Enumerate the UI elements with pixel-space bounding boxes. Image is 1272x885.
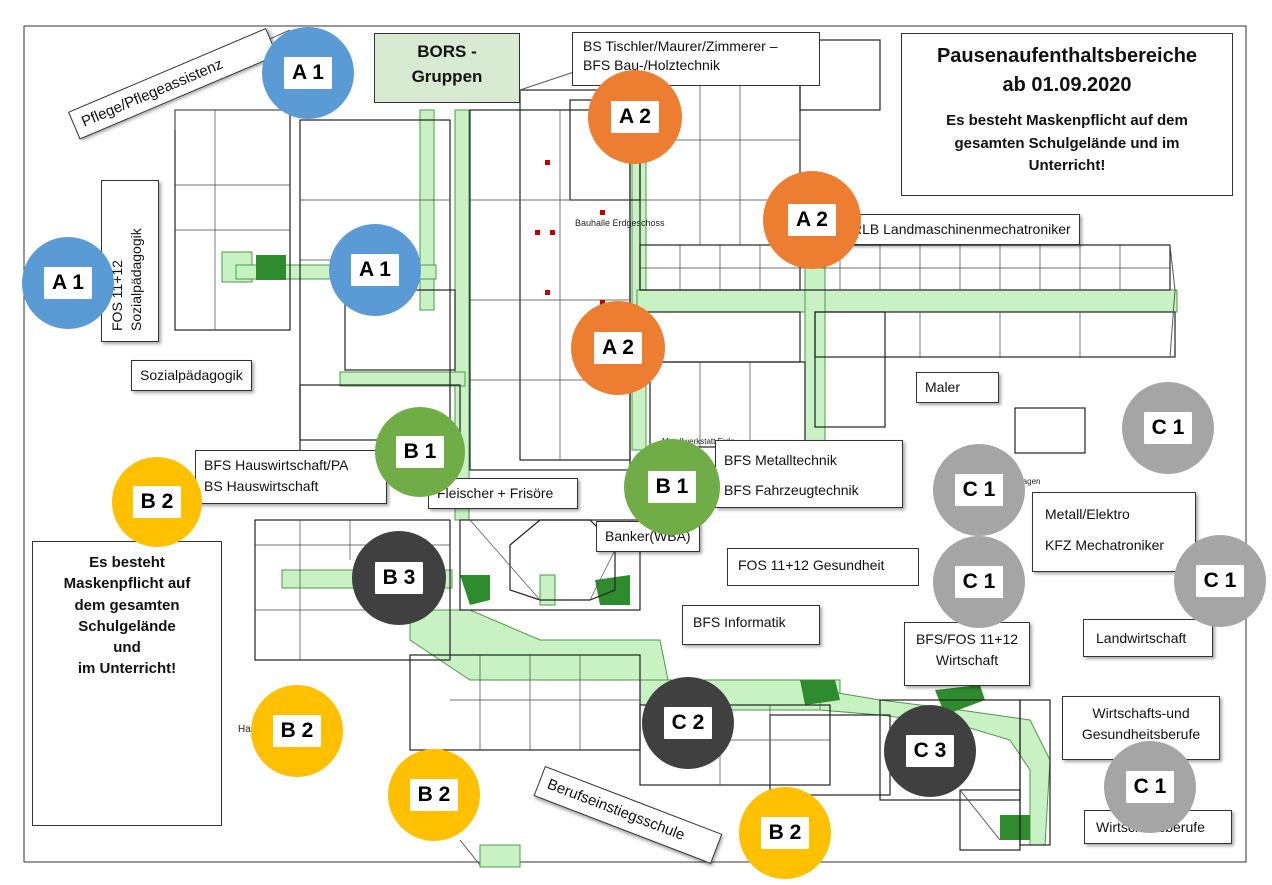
label-metall: BFS Metalltechnik BFS Fahrzeugtechnik <box>715 440 903 508</box>
zone-badge-c1: C 1 <box>1122 382 1214 474</box>
bors-box: BORS - Gruppen <box>374 33 520 103</box>
plan-label-garagen: ragen <box>1020 477 1040 486</box>
zone-badge-c2: C 2 <box>642 677 734 769</box>
zone-badge-b2: B 2 <box>112 457 202 547</box>
label-fos-sozial-line-2: Sozialpädagogik <box>127 228 144 331</box>
zone-badge-b3: B 3 <box>352 531 446 625</box>
zone-badge-label: B 2 <box>132 486 182 518</box>
zone-badge-label: A 2 <box>788 204 836 236</box>
zone-badge-a2: A 2 <box>571 301 665 395</box>
side-notice-line: Maskenpflicht auf <box>63 575 191 593</box>
zone-badge-label: A 1 <box>284 57 332 89</box>
zone-badge-a1: A 1 <box>262 27 354 119</box>
zone-badge-a1: A 1 <box>329 224 421 316</box>
zone-badge-label: A 1 <box>44 267 92 299</box>
zone-badge-label: B 2 <box>760 817 810 849</box>
zone-badge-label: C 1 <box>954 474 1004 506</box>
zone-badge-label: C 1 <box>1143 412 1193 444</box>
walkway-areas <box>221 109 1178 868</box>
label-metall-line-2: BFS Fahrzeugtechnik <box>724 482 859 499</box>
zone-badge-b1: B 1 <box>624 439 720 535</box>
zone-badge-label: B 3 <box>374 562 424 594</box>
label-fos-sozial-text: FOS 11+12 Sozialpädagogik <box>108 181 146 331</box>
label-informatik: BFS Informatik <box>682 605 820 645</box>
zone-badge-b1: B 1 <box>375 407 465 497</box>
side-notice-line: im Unterricht! <box>77 660 177 678</box>
label-wirtschaft: BFS/FOS 11+12 Wirtschaft <box>904 622 1030 686</box>
label-maler: Maler <box>916 372 999 403</box>
zone-badge-label: C 1 <box>954 566 1004 598</box>
zone-badge-a1: A 1 <box>22 237 114 329</box>
zone-badge-label: B 2 <box>409 779 459 811</box>
zone-badge-label: C 2 <box>663 707 713 739</box>
zone-badge-label: A 1 <box>351 254 399 286</box>
title-line-1: Pausenaufenthaltsbereiche <box>936 45 1198 67</box>
site-lines <box>174 29 1176 866</box>
zone-badge-c1: C 1 <box>1174 535 1266 627</box>
label-tischler-line-1: BS Tischler/Maurer/Zimmerer – <box>583 38 778 54</box>
zone-badge-a2: A 2 <box>763 171 861 269</box>
title-notice-1: Es besteht Maskenpflicht auf dem <box>946 112 1188 129</box>
side-notice-box: Es besteht Maskenpflicht auf dem gesamte… <box>32 541 222 826</box>
side-notice-line: Schulgelände <box>78 617 176 635</box>
side-notice-line: dem gesamten <box>74 596 180 614</box>
label-metall-line-1: BFS Metalltechnik <box>724 452 837 468</box>
side-notice-line: und <box>113 639 141 657</box>
side-notice-line: Es besteht <box>89 554 165 571</box>
zone-badge-a2: A 2 <box>588 70 682 164</box>
label-metall-elektro-line-1: Metall/Elektro <box>1045 506 1130 522</box>
zone-badge-c1: C 1 <box>1104 741 1196 833</box>
label-fos-sozial-line-1: FOS 11+12 <box>109 260 125 331</box>
zone-badge-label: C 1 <box>1195 565 1245 597</box>
label-fos-sozialpaedagogik: FOS 11+12 Sozialpädagogik <box>101 180 159 342</box>
title-notice-2: gesamten Schulgelände und im <box>954 134 1180 152</box>
zone-badge-label: C 3 <box>905 735 955 767</box>
label-hauswirtschaft: BFS Hauswirtschaft/PA BS Hauswirtschaft <box>195 450 387 504</box>
label-fos-gesundheit: FOS 11+12 Gesundheit <box>727 548 919 586</box>
zone-badge-b2: B 2 <box>739 787 831 879</box>
label-wirtschafts-gesundheit-line-2: Gesundheitsberufe <box>1081 726 1201 742</box>
plan-label-bauhalle: Bauhalle Erdgeschoss <box>575 218 665 228</box>
plan-label-metallwerkstatt: Metallwerkstatt Erdg <box>662 437 734 446</box>
label-metall-elektro-line-2: KFZ Mechatroniker <box>1045 536 1165 553</box>
label-hauswirtschaft-line-1: BFS Hauswirtschaft/PA <box>204 457 349 473</box>
label-hauswirtschaft-line-2: BS Hauswirtschaft <box>204 478 319 494</box>
label-fleischer: Fleischer + Frisöre <box>428 478 578 509</box>
label-wirtschaft-line-2: Wirtschaft <box>935 652 999 668</box>
label-tischler-line-2: BFS Bau-/Holztechnik <box>583 56 720 73</box>
zone-badge-c1: C 1 <box>933 444 1025 536</box>
title-notice-3: Unterricht! <box>1028 157 1106 174</box>
label-rlb: RLB Landmaschinenmechatroniker <box>843 214 1080 245</box>
zone-badge-label: A 2 <box>594 332 642 364</box>
bors-line-1: BORS - <box>417 42 477 61</box>
zone-badge-label: B 2 <box>272 715 322 747</box>
zone-badge-label: A 2 <box>611 101 659 133</box>
label-wirtschafts-gesundheit-line-1: Wirtschafts-und <box>1092 705 1190 721</box>
plan-label-ha: Ha <box>238 724 251 735</box>
zone-badge-label: B 1 <box>647 471 697 503</box>
zone-badge-b2: B 2 <box>251 685 343 777</box>
zone-badge-b2: B 2 <box>388 749 480 841</box>
bors-line-2: Gruppen <box>411 66 483 86</box>
label-sozialpaedagogik: Sozialpädagogik <box>131 360 252 391</box>
label-metall-elektro: Metall/Elektro KFZ Mechatroniker <box>1032 492 1196 572</box>
zone-badge-c1: C 1 <box>933 536 1025 628</box>
title-box: Pausenaufenthaltsbereiche ab 01.09.2020 … <box>901 33 1233 196</box>
label-landwirtschaft: Landwirtschaft <box>1083 619 1213 657</box>
zone-badge-label: C 1 <box>1125 771 1175 803</box>
title-line-2: ab 01.09.2020 <box>1002 74 1132 96</box>
zone-badge-c3: C 3 <box>884 705 976 797</box>
zone-badge-label: B 1 <box>395 436 445 468</box>
label-wirtschaft-line-1: BFS/FOS 11+12 <box>915 631 1019 647</box>
